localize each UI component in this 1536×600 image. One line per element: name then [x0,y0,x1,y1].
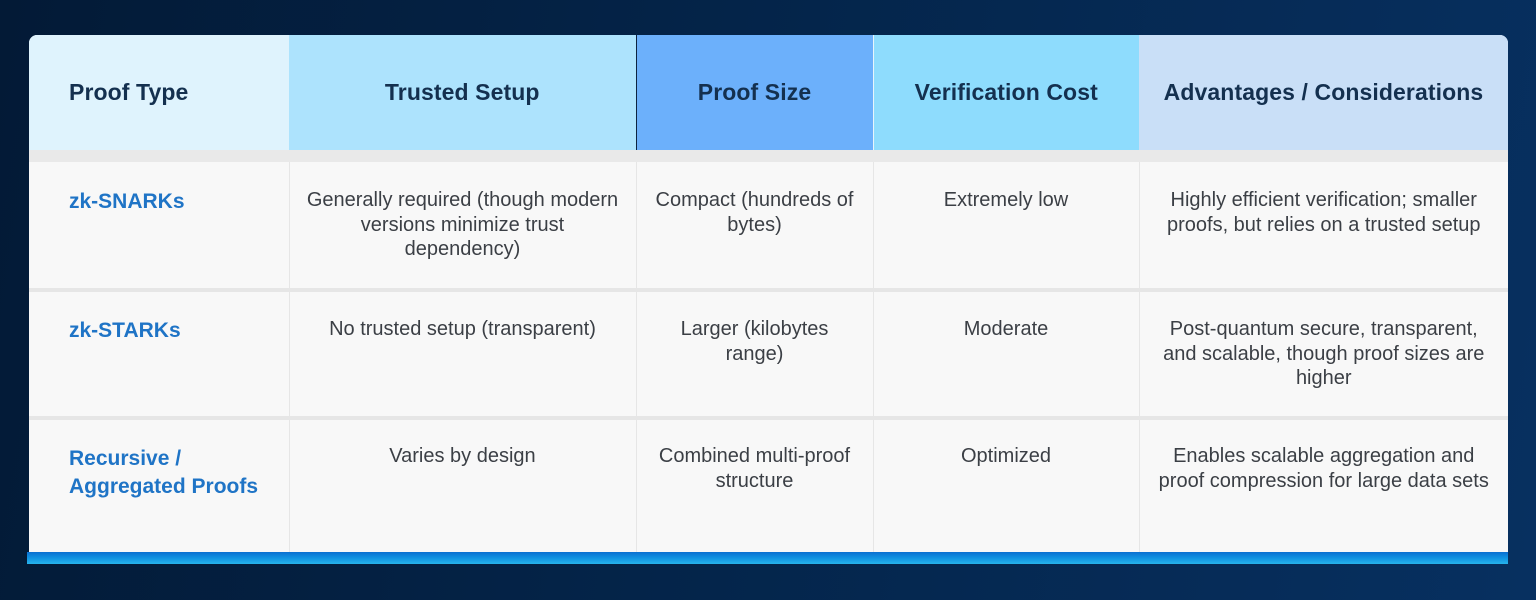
row-separator [29,288,1508,292]
header-proof-size: Proof Size [636,35,874,150]
comparison-table-container: Proof Type Trusted Setup Proof Size Veri… [29,35,1508,552]
table-body: zk-SNARKs Generally required (though mod… [29,150,1508,552]
table-header: Proof Type Trusted Setup Proof Size Veri… [29,35,1508,150]
table-row: zk-STARKs No trusted setup (transparent)… [29,292,1508,416]
header-proof-type: Proof Type [29,35,289,150]
cell-verification-cost: Optimized [873,420,1140,552]
divider [29,416,1508,420]
cell-proof-type: Recursive / Aggregated Proofs [29,420,290,552]
cell-advantages: Enables scalable aggregation and proof c… [1139,420,1508,552]
cell-proof-size: Larger (kilobytes range) [636,292,874,416]
header-separator [29,150,1508,162]
accent-bottom-bar [27,552,1508,564]
cell-proof-size: Combined multi-proof structure [636,420,874,552]
cell-trusted-setup: Generally required (though modern versio… [289,162,637,288]
cell-verification-cost: Moderate [873,292,1140,416]
divider [29,288,1508,292]
cell-advantages: Post-quantum secure, transparent, and sc… [1139,292,1508,416]
header-verification-cost: Verification Cost [873,35,1139,150]
cell-trusted-setup: Varies by design [289,420,637,552]
cell-verification-cost: Extremely low [873,162,1140,288]
proof-comparison-table: Proof Type Trusted Setup Proof Size Veri… [29,35,1508,552]
cell-proof-type: zk-STARKs [29,292,290,416]
header-advantages-considerations: Advantages / Considerations [1139,35,1508,150]
cell-advantages: Highly efficient verification; smaller p… [1139,162,1508,288]
header-trusted-setup: Trusted Setup [289,35,637,150]
table-row: zk-SNARKs Generally required (though mod… [29,162,1508,288]
row-separator [29,416,1508,420]
cell-proof-size: Compact (hundreds of bytes) [636,162,874,288]
cell-proof-type: zk-SNARKs [29,162,290,288]
header-row: Proof Type Trusted Setup Proof Size Veri… [29,35,1508,150]
divider [29,150,1508,162]
cell-trusted-setup: No trusted setup (transparent) [289,292,637,416]
table-row: Recursive / Aggregated Proofs Varies by … [29,420,1508,552]
